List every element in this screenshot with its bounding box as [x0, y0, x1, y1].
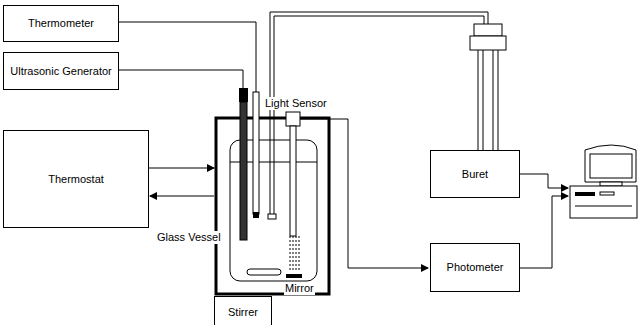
box-label: Buret	[462, 168, 488, 181]
instrument-box: Thermometer	[3, 5, 119, 42]
box-label: Ultrasonic Generator	[10, 65, 112, 78]
part-label: Glass Vessel	[156, 231, 222, 244]
part-label: Light Sensor	[264, 97, 328, 110]
box-label: Thermometer	[28, 17, 94, 30]
part-label: Mirror	[284, 282, 315, 295]
instrument-box: Thermostat	[3, 130, 149, 228]
instrument-box: Buret	[430, 150, 520, 198]
box-label: Stirrer	[228, 306, 258, 319]
instrument-box: Ultrasonic Generator	[3, 52, 119, 90]
box-label: Photometer	[447, 261, 504, 274]
stirrer-box: Stirrer	[214, 296, 272, 325]
box-label: Thermostat	[48, 173, 104, 186]
instrument-box: Photometer	[430, 243, 520, 292]
